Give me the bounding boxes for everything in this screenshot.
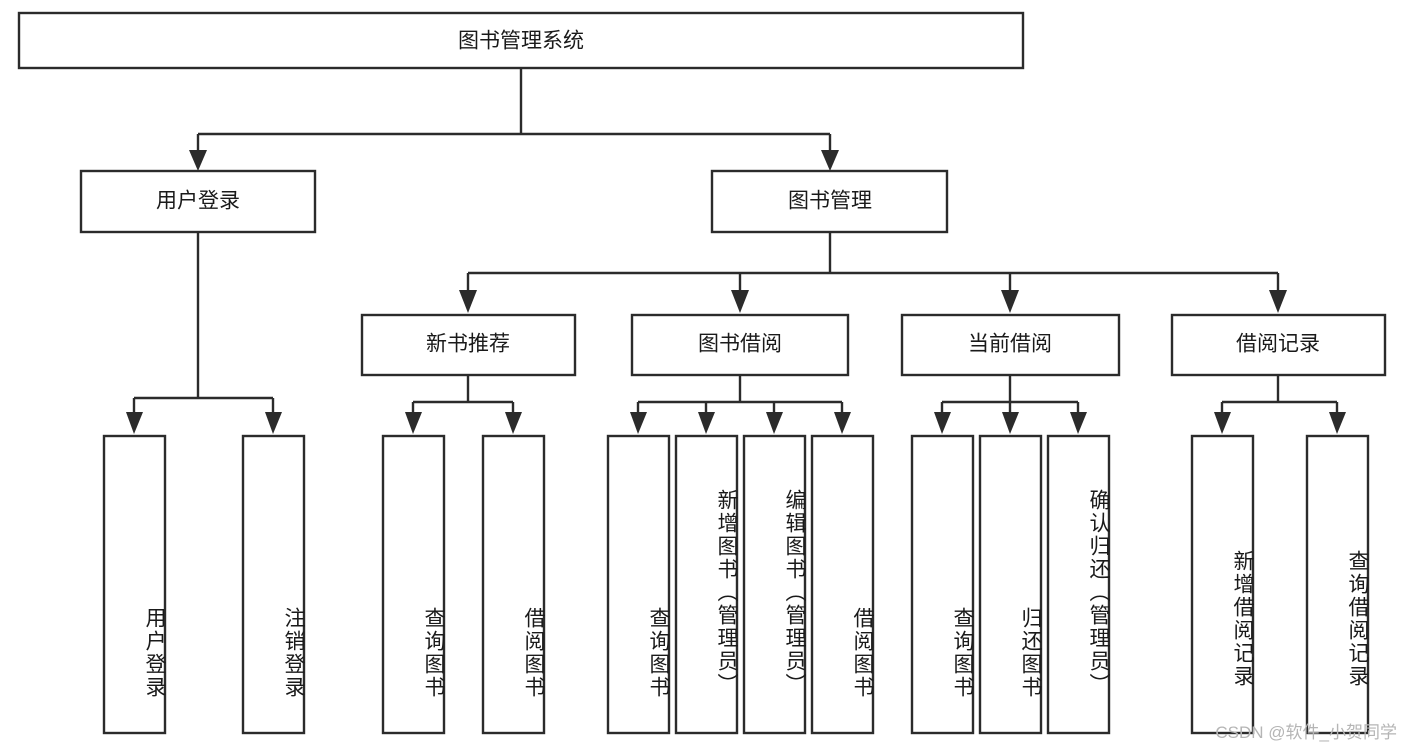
node-box-leaf-add-book[interactable] bbox=[674, 434, 739, 735]
arrow-head-leaf-add-record bbox=[1214, 412, 1231, 434]
watermark-text: CSDN @软件_小贺同学 bbox=[1215, 723, 1397, 742]
arrow-head-current-borrowing bbox=[1001, 290, 1019, 313]
node-box-book-management[interactable] bbox=[710, 169, 949, 234]
node-box-leaf-borrow-books-2[interactable] bbox=[810, 434, 875, 735]
arrow-head-leaf-borrow-books-1 bbox=[505, 412, 522, 434]
node-box-title[interactable] bbox=[17, 11, 1025, 70]
arrow-head-leaf-query-books-2 bbox=[630, 412, 647, 434]
arrow-head-leaf-query-record bbox=[1329, 412, 1346, 434]
node-box-leaf-user-login[interactable] bbox=[102, 434, 167, 735]
arrow-head-leaf-return-books bbox=[1002, 412, 1019, 434]
arrow-head-new-book-recommendation bbox=[459, 290, 477, 313]
arrow-head-leaf-query-books-1 bbox=[405, 412, 422, 434]
arrow-head-leaf-query-books-3 bbox=[934, 412, 951, 434]
arrow-head-leaf-add-book bbox=[698, 412, 715, 434]
node-box-user-login[interactable] bbox=[79, 169, 317, 234]
node-box-borrowing-records[interactable] bbox=[1170, 313, 1387, 377]
node-label-current-borrowing: 当前借阅 bbox=[968, 333, 1052, 356]
arrow-head-leaf-edit-book bbox=[766, 412, 783, 434]
node-label-book-borrowing: 图书借阅 bbox=[698, 333, 782, 356]
arrow-head-borrowing-records bbox=[1269, 290, 1287, 313]
node-box-leaf-confirm-return[interactable] bbox=[1046, 434, 1111, 735]
arrow-head-user-login bbox=[189, 150, 207, 171]
node-box-leaf-logout[interactable] bbox=[241, 434, 306, 735]
node-box-leaf-borrow-books-1[interactable] bbox=[481, 434, 546, 735]
node-label-book-management: 图书管理 bbox=[788, 190, 872, 213]
node-label-borrowing-records: 借阅记录 bbox=[1236, 333, 1320, 356]
node-box-leaf-edit-book[interactable] bbox=[742, 434, 807, 735]
node-box-leaf-add-record[interactable] bbox=[1190, 434, 1255, 735]
nodes-layer: 图书管理系统 用户登录 图书管理 新书推荐 图书借阅 当前借阅 借阅记录 bbox=[17, 11, 1387, 735]
node-label-new-book-recommendation: 新书推荐 bbox=[426, 333, 510, 356]
arrow-head-book-management bbox=[821, 150, 839, 171]
node-label-user-login: 用户登录 bbox=[156, 190, 240, 213]
node-box-current-borrowing[interactable] bbox=[900, 313, 1121, 377]
node-box-book-borrowing[interactable] bbox=[630, 313, 850, 377]
node-label-title: 图书管理系统 bbox=[458, 30, 584, 53]
node-box-leaf-query-books-1[interactable] bbox=[381, 434, 446, 735]
arrow-head-leaf-confirm-return bbox=[1070, 412, 1087, 434]
arrow-head-leaf-borrow-books-2 bbox=[834, 412, 851, 434]
node-box-new-book-recommendation[interactable] bbox=[360, 313, 577, 377]
arrow-head-book-borrowing bbox=[731, 290, 749, 313]
connectors-layer bbox=[126, 68, 1346, 434]
node-box-leaf-return-books[interactable] bbox=[978, 434, 1043, 735]
arrow-head-leaf-user-login bbox=[126, 412, 143, 434]
node-box-leaf-query-books-3[interactable] bbox=[910, 434, 975, 735]
arrow-head-leaf-logout bbox=[265, 412, 282, 434]
node-box-leaf-query-record[interactable] bbox=[1305, 434, 1370, 735]
node-box-leaf-query-books-2[interactable] bbox=[606, 434, 671, 735]
